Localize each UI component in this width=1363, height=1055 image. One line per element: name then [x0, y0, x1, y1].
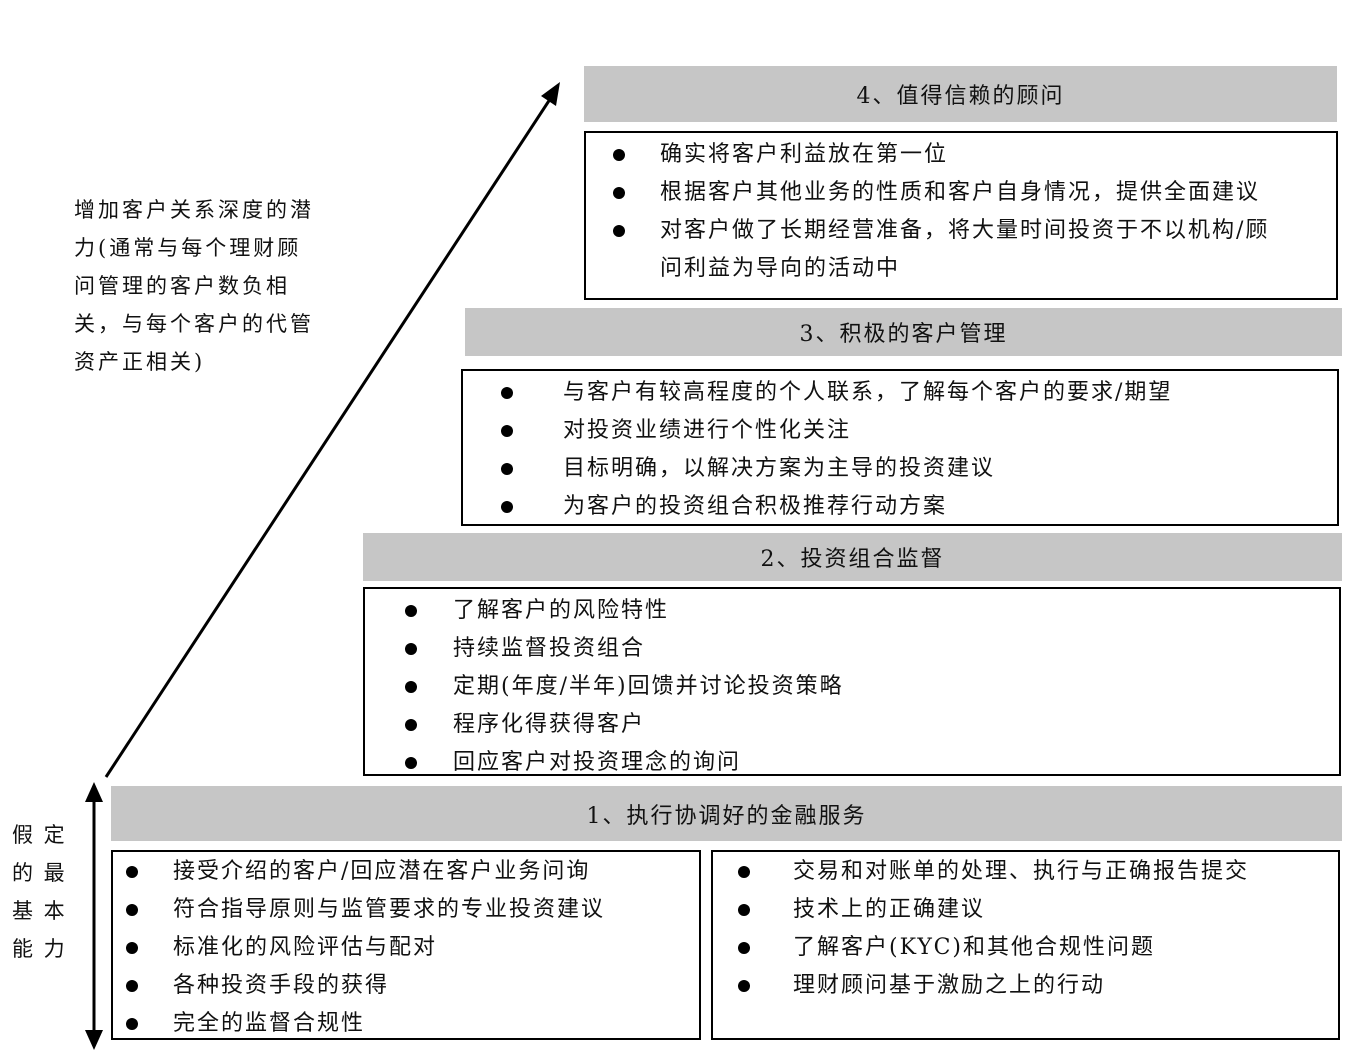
basic-arrowhead-up — [85, 782, 103, 802]
basic-arrowhead-down — [85, 1030, 103, 1050]
bullet-icon — [501, 387, 513, 399]
relationship-depth-line: 资产正相关) — [74, 350, 206, 374]
basic-capability-label: 假 定 的 最 基 本 能 力 — [12, 816, 67, 968]
bullet-icon — [613, 187, 625, 199]
list-item: 对投资业绩进行个性化关注 — [563, 418, 852, 443]
level-4-header: 4、值得信赖的顾问 — [584, 66, 1337, 122]
level-2-title: 2、投资组合监督 — [760, 547, 945, 572]
list-item: 程序化得获得客户 — [453, 712, 646, 737]
list-item: 目标明确，以解决方案为主导的投资建议 — [563, 456, 996, 481]
list-item: 与客户有较高程度的个人联系，了解每个客户的要求/期望 — [563, 380, 1173, 405]
basic-capability-line: 能 力 — [12, 937, 67, 961]
relationship-depth-line: 力(通常与每个理财顾 — [74, 236, 302, 260]
basic-capability-line: 假 定 — [12, 823, 67, 847]
level-1-right-box: 交易和对账单的处理、执行与正确报告提交 技术上的正确建议 了解客户(KYC)和其… — [711, 850, 1340, 1040]
list-item: 持续监督投资组合 — [453, 636, 646, 661]
bullet-icon — [501, 425, 513, 437]
relationship-depth-label: 增加客户关系深度的潜 力(通常与每个理财顾 问管理的客户数负相 关，与每个客户的… — [74, 191, 314, 381]
bullet-icon — [126, 942, 138, 954]
list-item: 为客户的投资组合积极推荐行动方案 — [563, 494, 948, 519]
bullet-icon — [738, 866, 750, 878]
list-item: 技术上的正确建议 — [793, 897, 986, 922]
list-item: 符合指导原则与监管要求的专业投资建议 — [173, 897, 606, 922]
list-item: 标准化的风险评估与配对 — [173, 935, 438, 960]
relationship-depth-line: 增加客户关系深度的潜 — [74, 198, 314, 222]
level-1-header: 1、执行协调好的金融服务 — [111, 786, 1342, 841]
bullet-icon — [501, 501, 513, 513]
basic-capability-line: 的 最 — [12, 861, 67, 885]
bullet-icon — [613, 149, 625, 161]
level-3-box: 与客户有较高程度的个人联系，了解每个客户的要求/期望 对投资业绩进行个性化关注 … — [461, 369, 1339, 526]
list-item: 理财顾问基于激励之上的行动 — [793, 973, 1106, 998]
level-2-header: 2、投资组合监督 — [363, 533, 1342, 581]
level-4-title: 4、值得信赖的顾问 — [856, 84, 1065, 109]
list-item: 接受介绍的客户/回应潜在客户业务问询 — [173, 859, 591, 884]
level-3-header: 3、积极的客户管理 — [465, 308, 1342, 356]
bullet-icon — [126, 904, 138, 916]
bullet-icon — [405, 605, 417, 617]
list-item: 根据客户其他业务的性质和客户自身情况，提供全面建议 — [660, 180, 1261, 205]
growth-arrow — [104, 89, 558, 778]
level-4-box: 确实将客户利益放在第一位 根据客户其他业务的性质和客户自身情况，提供全面建议 对… — [584, 131, 1338, 300]
bullet-icon — [613, 225, 625, 237]
bullet-icon — [405, 681, 417, 693]
bullet-icon — [126, 980, 138, 992]
list-item: 回应客户对投资理念的询问 — [453, 750, 742, 775]
list-item: 交易和对账单的处理、执行与正确报告提交 — [793, 859, 1250, 884]
level-2-box: 了解客户的风险特性 持续监督投资组合 定期(年度/半年)回馈并讨论投资策略 程序… — [363, 587, 1341, 776]
relationship-depth-line: 关，与每个客户的代管 — [74, 312, 314, 336]
list-item: 完全的监督合规性 — [173, 1011, 366, 1036]
list-item: 定期(年度/半年)回馈并讨论投资策略 — [453, 674, 844, 699]
level-1-left-box: 接受介绍的客户/回应潜在客户业务问询 符合指导原则与监管要求的专业投资建议 标准… — [111, 850, 701, 1040]
bullet-icon — [405, 719, 417, 731]
basic-capability-line: 基 本 — [12, 899, 67, 923]
list-item: 问利益为导向的活动中 — [660, 256, 901, 281]
list-item: 了解客户(KYC)和其他合规性问题 — [793, 935, 1155, 960]
bullet-icon — [405, 757, 417, 769]
level-3-title: 3、积极的客户管理 — [799, 322, 1008, 347]
growth-arrowhead — [541, 82, 560, 106]
list-item: 各种投资手段的获得 — [173, 973, 390, 998]
list-item: 对客户做了长期经营准备，将大量时间投资于不以机构/顾 — [660, 218, 1270, 243]
relationship-depth-line: 问管理的客户数负相 — [74, 274, 290, 298]
bullet-icon — [126, 1018, 138, 1030]
bullet-icon — [738, 904, 750, 916]
level-1-title: 1、执行协调好的金融服务 — [586, 803, 867, 829]
list-item: 确实将客户利益放在第一位 — [660, 142, 949, 167]
bullet-icon — [738, 942, 750, 954]
bullet-icon — [501, 463, 513, 475]
bullet-icon — [126, 866, 138, 878]
bullet-icon — [738, 980, 750, 992]
list-item: 了解客户的风险特性 — [453, 598, 670, 623]
bullet-icon — [405, 643, 417, 655]
